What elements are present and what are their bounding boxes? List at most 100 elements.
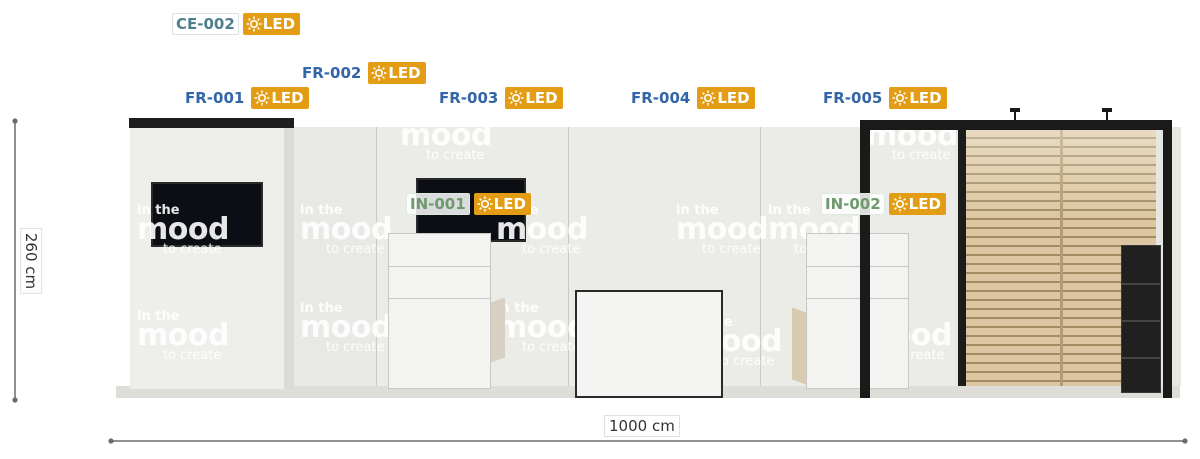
counter-center bbox=[575, 290, 723, 398]
frame-top-beam bbox=[860, 120, 1172, 130]
tag-fr-002[interactable]: FR-002 LED bbox=[299, 62, 426, 84]
sun-icon bbox=[477, 196, 493, 212]
led-label: LED bbox=[717, 89, 750, 107]
watermark-line3: to create bbox=[163, 348, 222, 363]
wall-seam bbox=[760, 127, 761, 386]
counter-drawer bbox=[807, 298, 908, 299]
frame-post-left bbox=[860, 120, 870, 398]
watermark-line2: mood bbox=[496, 212, 588, 247]
spot-light bbox=[1014, 111, 1016, 120]
sun-icon bbox=[254, 90, 270, 106]
watermark-line3: to create bbox=[716, 354, 775, 369]
tag-fr-005[interactable]: FR-005 LED bbox=[820, 87, 947, 109]
watermark-line1: in the bbox=[866, 109, 909, 124]
led-label: LED bbox=[909, 89, 942, 107]
slat-wall-divider bbox=[1060, 130, 1063, 386]
height-dimension-label: 260 cm bbox=[20, 227, 43, 295]
spot-light bbox=[1102, 108, 1112, 112]
tower-side bbox=[284, 127, 294, 389]
led-badge: LED bbox=[505, 87, 563, 109]
shelf bbox=[1122, 357, 1160, 359]
sun-icon bbox=[371, 65, 387, 81]
tag-code: IN-002 bbox=[821, 193, 885, 215]
sun-icon bbox=[508, 90, 524, 106]
led-badge: LED bbox=[697, 87, 755, 109]
watermark-line1: in the bbox=[676, 203, 719, 218]
watermark-line1: in the bbox=[400, 109, 443, 124]
sun-icon bbox=[892, 90, 908, 106]
led-label: LED bbox=[271, 89, 304, 107]
led-label: LED bbox=[525, 89, 558, 107]
spot-light bbox=[1010, 108, 1020, 112]
led-badge: LED bbox=[473, 193, 531, 215]
watermark-line1: in the bbox=[137, 203, 180, 218]
counter-right-side bbox=[792, 307, 806, 385]
tag-code: FR-003 bbox=[436, 88, 502, 108]
tag-ce-002[interactable]: CE-002 LED bbox=[172, 13, 301, 35]
counter-drawer bbox=[389, 298, 490, 299]
watermark-line2: mood bbox=[137, 212, 229, 247]
watermark-line3: to create bbox=[522, 242, 581, 257]
frame-post-right bbox=[1163, 120, 1172, 398]
width-dimension-end bbox=[1182, 438, 1188, 444]
watermark-line1: in the bbox=[300, 301, 343, 316]
shelf-unit bbox=[1121, 245, 1161, 393]
led-label: LED bbox=[908, 195, 941, 213]
sun-icon bbox=[892, 196, 908, 212]
tag-fr-003[interactable]: FR-003 LED bbox=[436, 87, 563, 109]
tag-fr-004[interactable]: FR-004 LED bbox=[628, 87, 755, 109]
height-dimension-end bbox=[12, 118, 18, 124]
watermark-line3: to create bbox=[892, 148, 951, 163]
counter-left bbox=[388, 233, 491, 389]
watermark-line1: in the bbox=[300, 203, 343, 218]
led-badge: LED bbox=[368, 62, 426, 84]
counter-drawer bbox=[389, 266, 490, 267]
watermark-line3: to create bbox=[522, 340, 581, 355]
height-dimension-end bbox=[12, 397, 18, 403]
shelf bbox=[1122, 283, 1160, 285]
tag-code: IN-001 bbox=[406, 193, 470, 215]
width-dimension-end bbox=[108, 438, 114, 444]
shelf bbox=[1122, 320, 1160, 322]
led-badge: LED bbox=[889, 87, 947, 109]
spot-light bbox=[1106, 111, 1108, 120]
back-wall-fr-002 bbox=[287, 127, 377, 386]
counter-right bbox=[806, 233, 909, 389]
tag-code: FR-002 bbox=[299, 63, 365, 83]
tag-in-001[interactable]: IN-001 LED bbox=[406, 193, 531, 215]
tag-code: FR-004 bbox=[628, 88, 694, 108]
tower-fr-001 bbox=[130, 127, 285, 389]
slat-wall-glow bbox=[966, 130, 1156, 220]
tv-screen-left bbox=[151, 182, 263, 247]
led-badge: LED bbox=[251, 87, 309, 109]
tag-code: FR-001 bbox=[182, 88, 248, 108]
watermark-line2: mood bbox=[400, 118, 492, 153]
watermark-line2: mood bbox=[137, 318, 229, 353]
tower-top-cap bbox=[129, 118, 294, 128]
tag-code: CE-002 bbox=[172, 13, 239, 35]
watermark-line3: to create bbox=[326, 340, 385, 355]
watermark-line3: to create bbox=[426, 148, 485, 163]
sun-icon bbox=[246, 16, 262, 32]
tag-code: FR-005 bbox=[820, 88, 886, 108]
wall-seam bbox=[568, 127, 569, 386]
tag-in-002[interactable]: IN-002 LED bbox=[821, 193, 946, 215]
watermark-line2: mood bbox=[300, 310, 392, 345]
watermark-line1: in the bbox=[137, 309, 180, 324]
watermark-line2: mood bbox=[300, 212, 392, 247]
led-badge: LED bbox=[888, 193, 946, 215]
watermark-line3: to create bbox=[163, 242, 222, 257]
tag-fr-001[interactable]: FR-001 LED bbox=[182, 87, 309, 109]
led-label: LED bbox=[493, 195, 526, 213]
led-label: LED bbox=[262, 15, 296, 33]
watermark-line3: to create bbox=[326, 242, 385, 257]
counter-drawer bbox=[807, 266, 908, 267]
